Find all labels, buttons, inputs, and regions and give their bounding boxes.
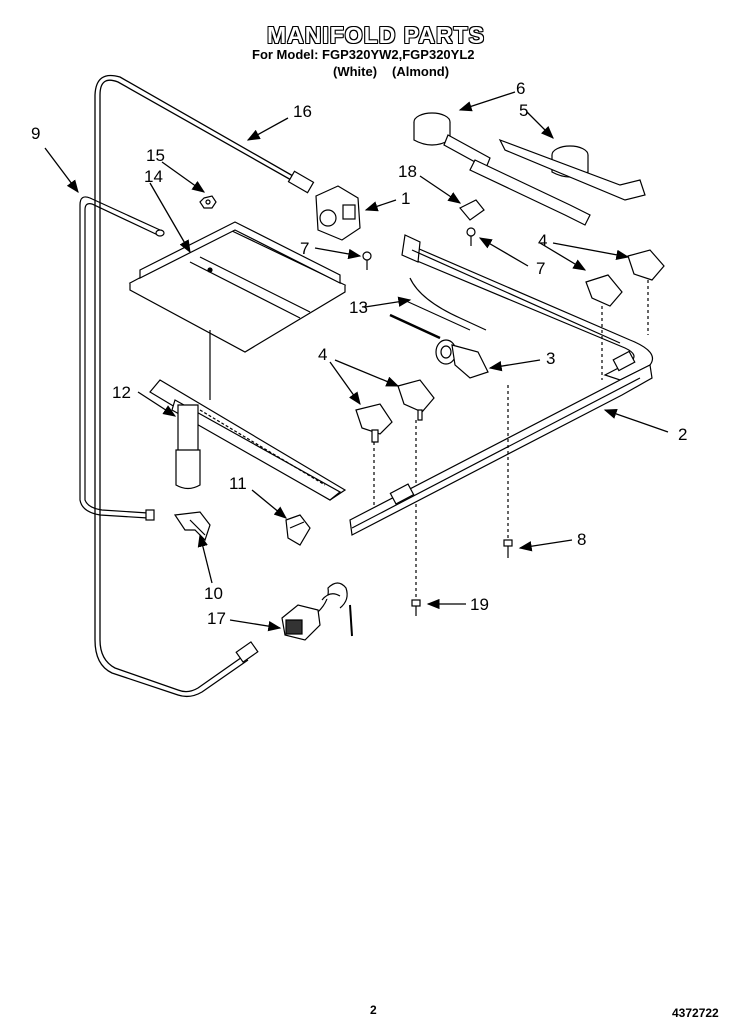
model-line: For Model: FGP320YW2,FGP320YL2 xyxy=(252,47,475,62)
callout-11: 11 xyxy=(229,474,247,493)
callout-10: 10 xyxy=(204,584,223,603)
callout-18: 18 xyxy=(398,162,417,181)
callout-12: 12 xyxy=(112,383,131,402)
page-title: MANIFOLD PARTS xyxy=(266,22,485,48)
burner-valve-3 xyxy=(435,339,489,379)
callout-1: 1 xyxy=(401,189,410,208)
burner-clip xyxy=(459,199,485,221)
leader-lines xyxy=(44,91,669,632)
callout-19: 19 xyxy=(470,595,489,614)
callout-17: 17 xyxy=(207,609,226,628)
burner-bracket xyxy=(285,514,311,546)
callout-9: 9 xyxy=(31,124,40,143)
callout-13: 13 xyxy=(349,298,368,317)
callout-5: 5 xyxy=(519,101,528,120)
oven-thermostat xyxy=(281,582,353,641)
callout-labels: 1 2 3 4 4 5 6 7 7 8 9 10 11 12 13 14 15 … xyxy=(31,79,687,628)
nut xyxy=(199,195,217,209)
callout-4-left: 4 xyxy=(318,345,327,364)
orifice-tube xyxy=(79,196,165,521)
gas-valve xyxy=(315,185,361,241)
variant-white: (White) xyxy=(333,64,378,79)
burner-valves-right xyxy=(585,249,665,380)
valve-bracket-rail xyxy=(349,350,653,536)
screws-8-19 xyxy=(411,385,513,616)
top-burner-5 xyxy=(498,138,646,201)
broil-burner xyxy=(149,330,347,501)
callout-3: 3 xyxy=(546,349,555,368)
callout-15: 15 xyxy=(146,146,165,165)
variant-almond: (Almond) xyxy=(392,64,450,79)
manifold-pipe xyxy=(401,234,654,381)
burner-valves-left xyxy=(355,379,435,600)
callout-8: 8 xyxy=(577,530,586,549)
heat-deflector xyxy=(128,221,347,353)
callout-14: 14 xyxy=(144,167,163,186)
gas-tube xyxy=(94,74,301,698)
callout-16: 16 xyxy=(293,102,312,121)
tube-clip xyxy=(173,511,211,542)
callout-6: 6 xyxy=(516,79,525,98)
thermocouple-wire xyxy=(389,277,487,340)
tube-fitting xyxy=(235,170,315,663)
page-number: 2 xyxy=(370,1003,377,1017)
top-burner-6 xyxy=(413,112,591,226)
callout-7-right: 7 xyxy=(536,259,545,278)
screws-7 xyxy=(362,227,476,270)
callout-7-left: 7 xyxy=(300,239,309,258)
document-number: 4372722 xyxy=(672,1006,719,1020)
callout-2: 2 xyxy=(678,425,687,444)
callout-4-right: 4 xyxy=(538,231,547,250)
